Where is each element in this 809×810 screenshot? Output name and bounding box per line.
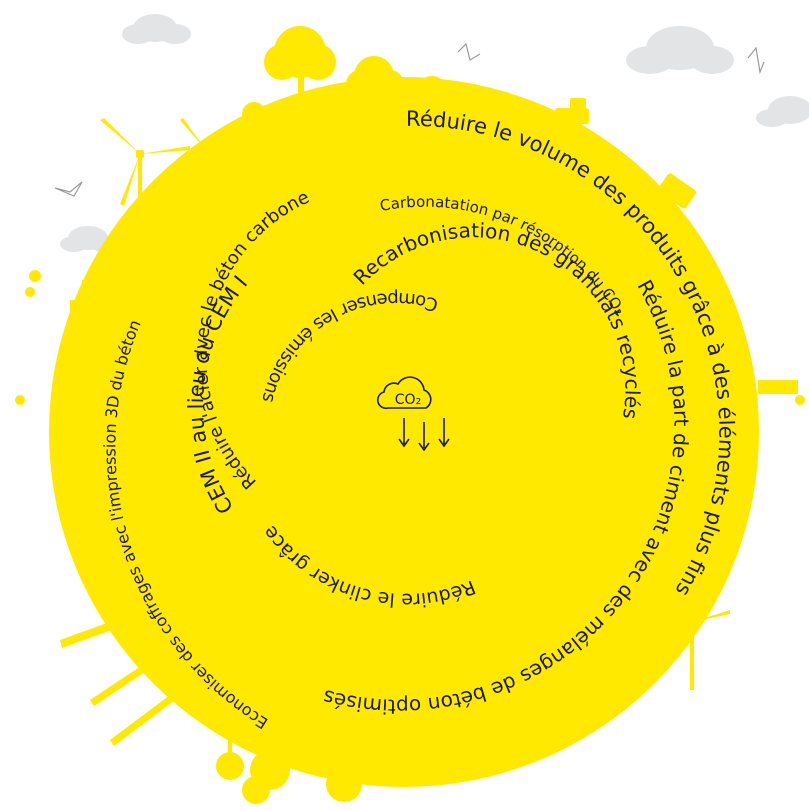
bird-icon xyxy=(54,42,765,197)
cloud-icon xyxy=(122,14,191,44)
co2-cloud-icon xyxy=(376,376,450,452)
cloud-icon xyxy=(626,26,734,74)
cloud-icon xyxy=(60,226,118,252)
co2-label: CO₂ xyxy=(395,392,421,408)
cloud-icon xyxy=(756,96,809,127)
